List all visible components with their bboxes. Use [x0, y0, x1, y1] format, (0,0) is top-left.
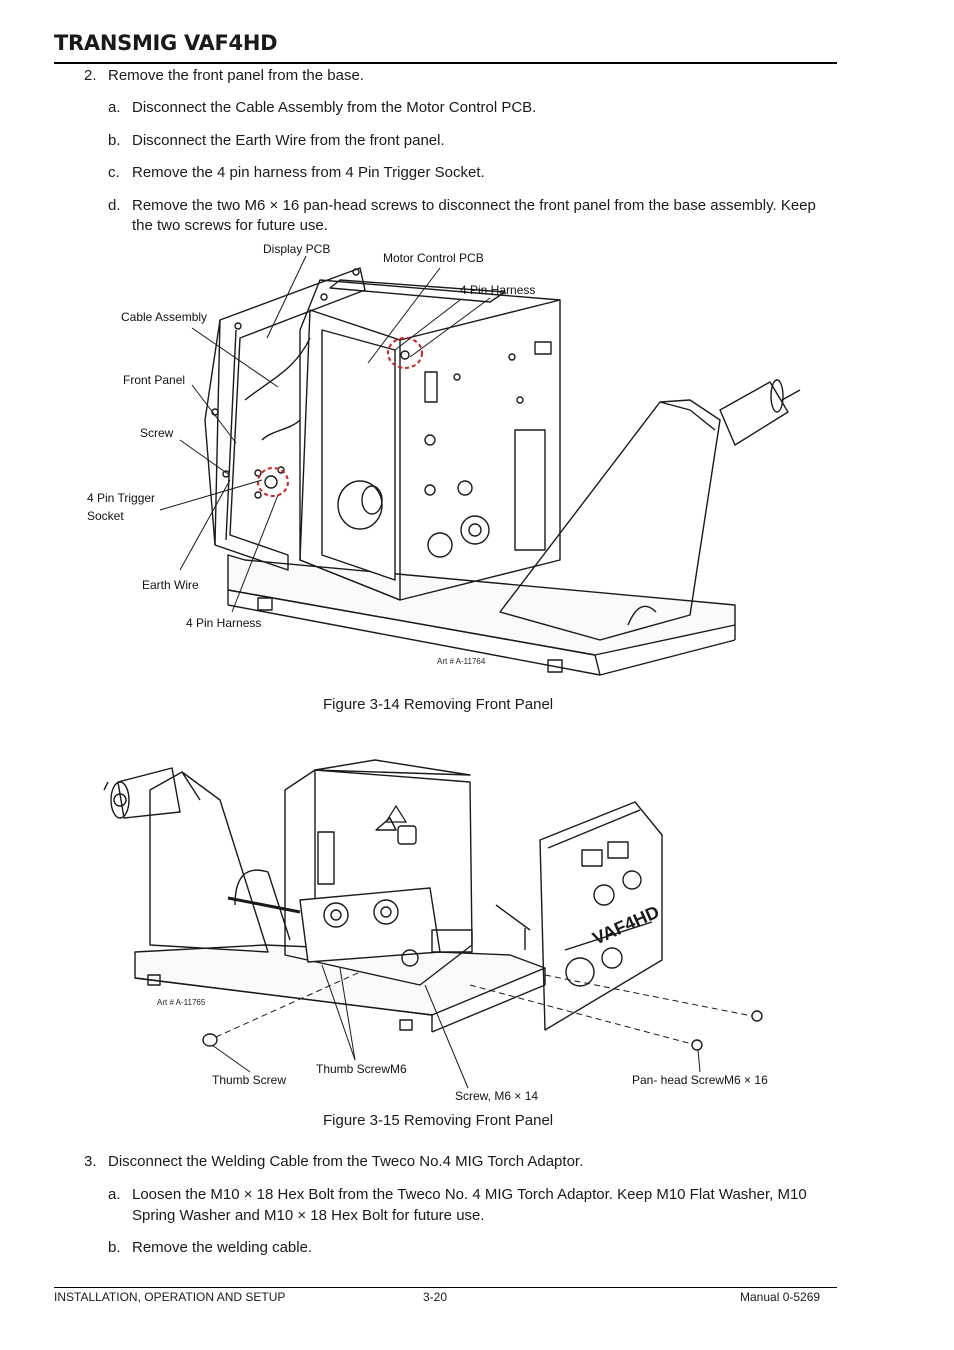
label-4-pin-harness-bottom: 4 Pin Harness — [186, 616, 262, 630]
step-2d-line1: Remove the two M6 × 16 pan-head screws t… — [132, 197, 816, 214]
step-3b-text: Remove the welding cable. — [132, 1239, 313, 1256]
step-2d-line2: the two screws for future use. — [132, 217, 328, 234]
art-number-a-11764: Art # A-11764 — [437, 657, 486, 666]
step-2b-number: b. — [108, 132, 121, 149]
footer-section: INSTALLATION, OPERATION AND SETUP — [54, 1290, 286, 1304]
label-4-pin-harness-top: 4 Pin Harness — [460, 283, 536, 297]
panel-brand-text: VAF4HD — [589, 902, 662, 949]
step-3-number: 3. — [84, 1153, 97, 1170]
step-3-text: Disconnect the Welding Cable from the Tw… — [108, 1153, 584, 1170]
label-thumb-screw: Thumb Screw — [212, 1073, 287, 1087]
label-screw-m6x14: Screw, M6 × 14 — [455, 1089, 539, 1103]
label-front-panel: Front Panel — [123, 373, 186, 387]
step-3a-number: a. — [108, 1186, 121, 1203]
art-number-a-11765: Art # A-11765 — [157, 998, 206, 1007]
page-title: TRANSMIG VAF4HD — [54, 31, 278, 55]
step-2d-number: d. — [108, 197, 121, 214]
figure-3-14-drawing — [159, 255, 801, 676]
label-4-pin-trigger: 4 Pin Trigger — [87, 491, 156, 505]
step-3a-line2: Spring Washer and M10 × 18 Hex Bolt for … — [132, 1207, 485, 1224]
label-thumb-screw-m6: Thumb ScrewM6 — [316, 1062, 407, 1076]
step-2b-text: Disconnect the Earth Wire from the front… — [132, 132, 445, 149]
step-3a-line1: Loosen the M10 × 18 Hex Bolt from the Tw… — [132, 1186, 807, 1203]
step-2c-number: c. — [108, 164, 120, 181]
figure-3-15-drawing: VAF4HD — [103, 759, 763, 1089]
label-pan-head-screw: Pan- head ScrewM6 × 16 — [632, 1073, 768, 1087]
step-2c-text: Remove the 4 pin harness from 4 Pin Trig… — [132, 164, 485, 181]
step-2-text: Remove the front panel from the base. — [108, 67, 364, 84]
step-2a-text: Disconnect the Cable Assembly from the M… — [132, 99, 537, 116]
header-rule — [54, 62, 837, 64]
label-motor-control-pcb: Motor Control PCB — [383, 251, 484, 265]
step-2a-number: a. — [108, 99, 121, 116]
label-earth-wire: Earth Wire — [142, 578, 199, 592]
figure-3-14-caption: Figure 3-14 Removing Front Panel — [323, 696, 554, 713]
figure-3-15-caption: Figure 3-15 Removing Front Panel — [323, 1112, 554, 1129]
label-cable-assembly: Cable Assembly — [121, 310, 208, 324]
label-socket: Socket — [87, 509, 124, 523]
footer-manual-number: Manual 0-5269 — [740, 1290, 821, 1304]
footer-page-number: 3-20 — [423, 1290, 448, 1304]
footer-rule — [54, 1287, 837, 1288]
step-2-number: 2. — [84, 67, 97, 84]
label-display-pcb: Display PCB — [263, 242, 331, 256]
label-screw: Screw — [140, 426, 174, 440]
step-3b-number: b. — [108, 1239, 121, 1256]
